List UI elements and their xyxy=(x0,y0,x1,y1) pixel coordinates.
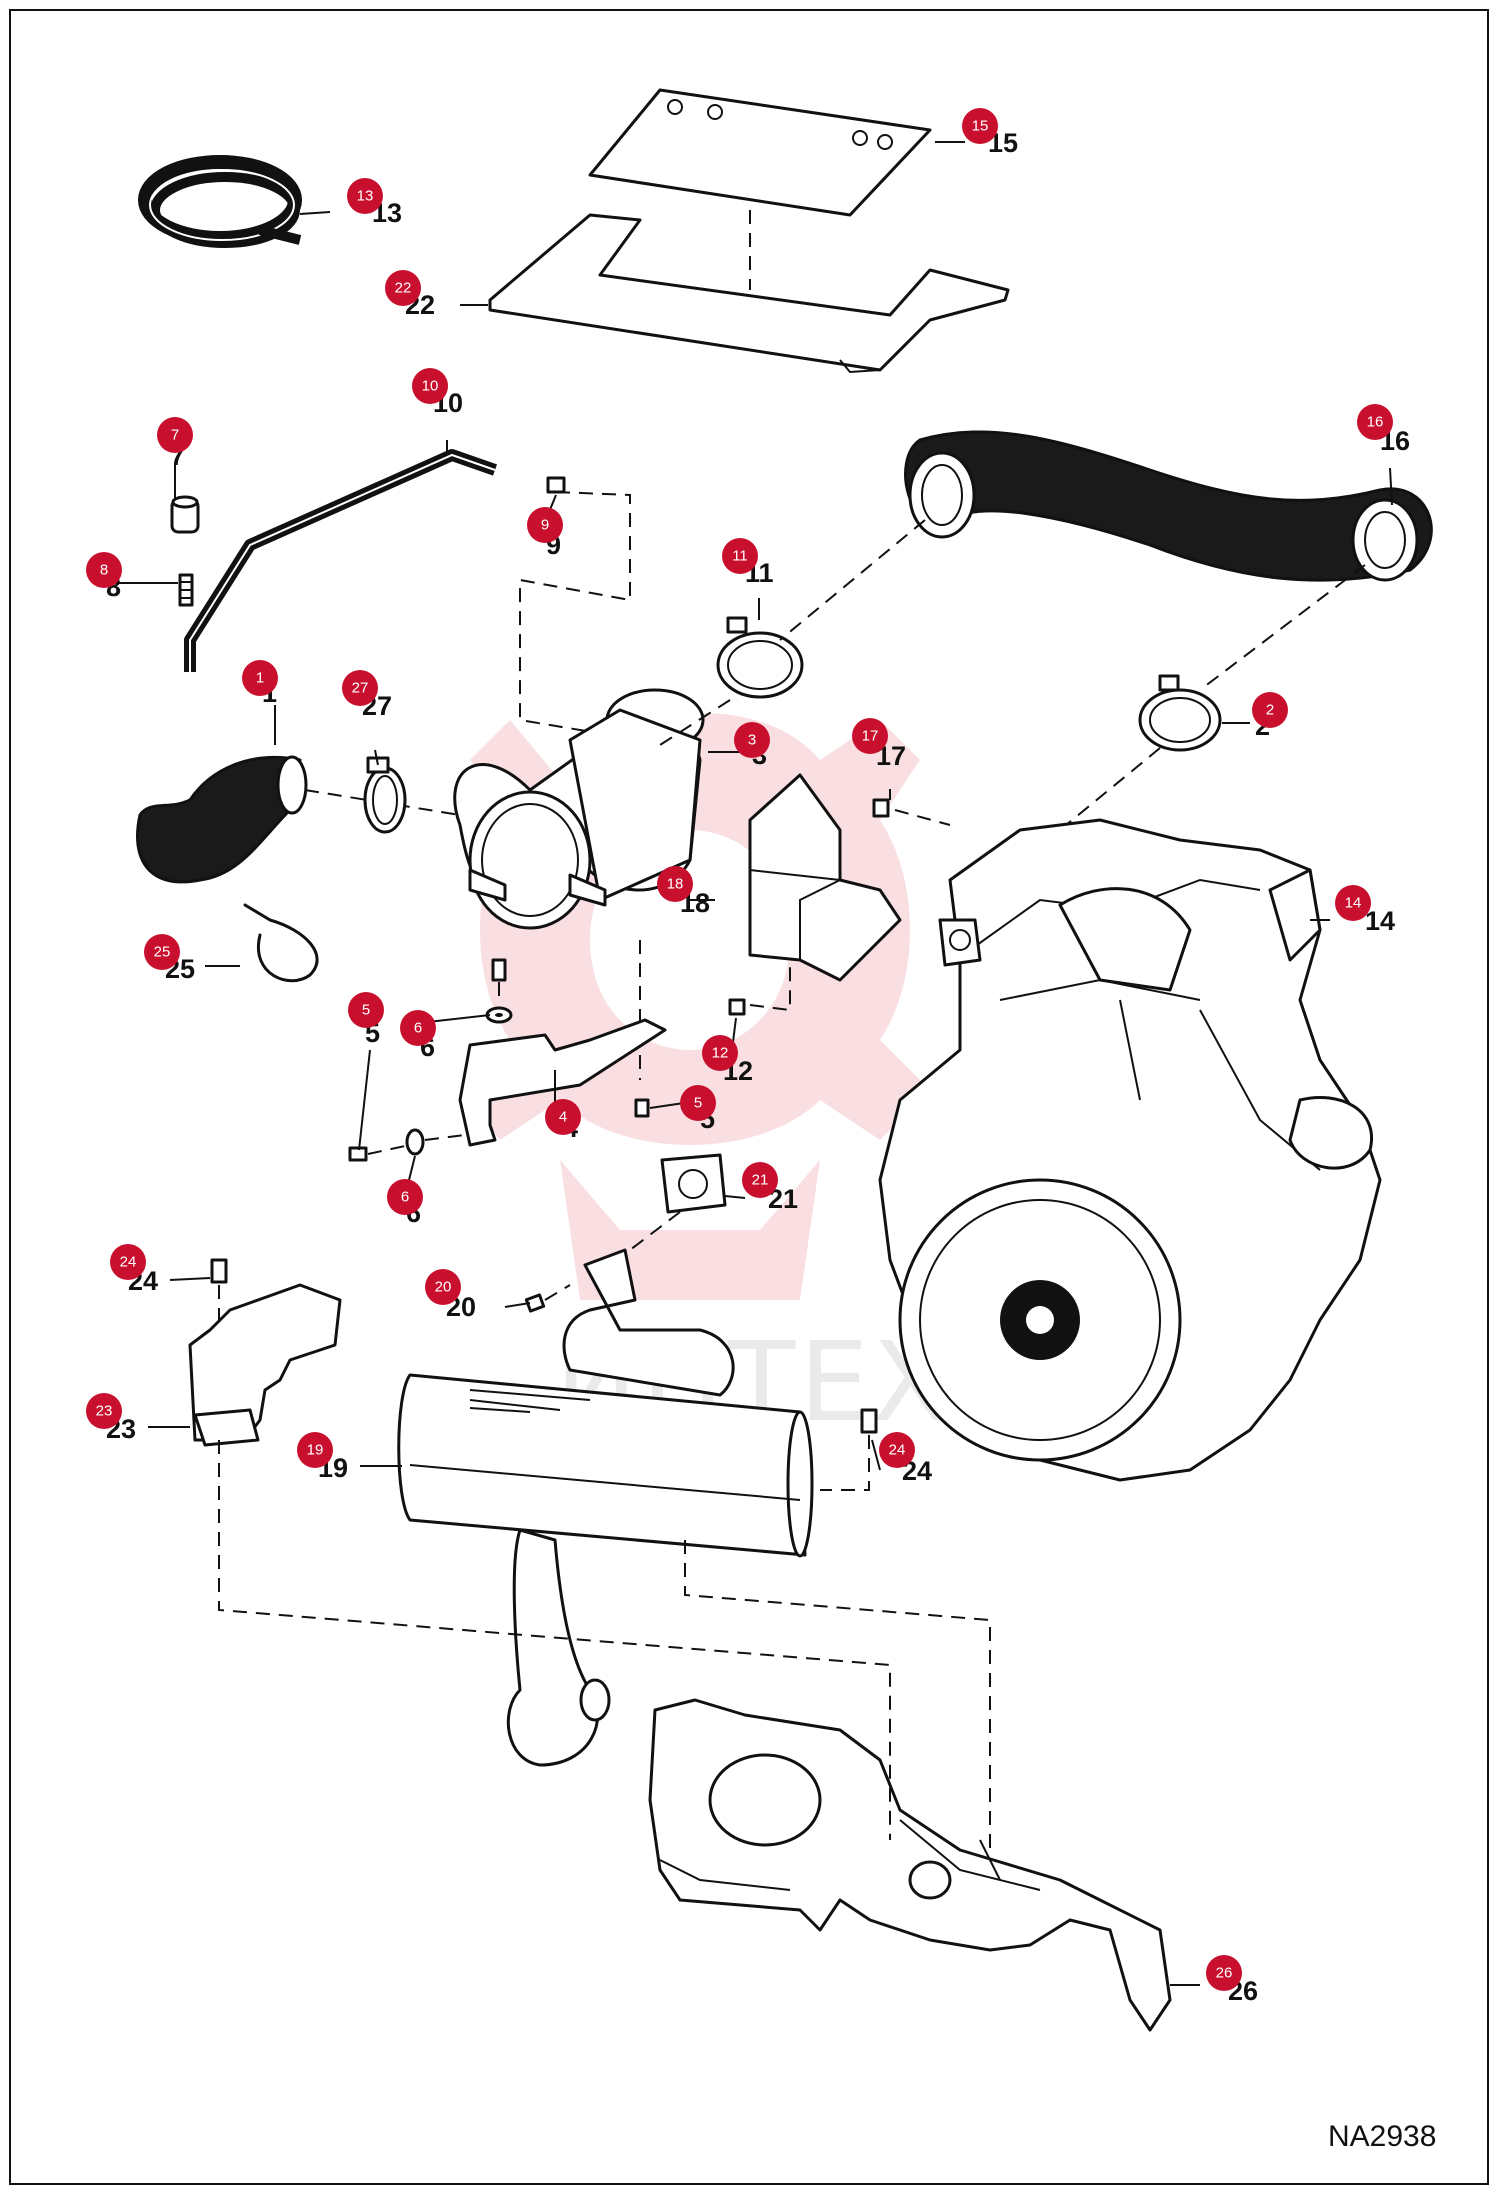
part-26-housing xyxy=(648,1698,1172,2032)
part-11-clamp xyxy=(659,616,804,746)
part-1-elbow-hose xyxy=(136,755,461,884)
leader-lines xyxy=(118,141,1393,1986)
svg-text:17: 17 xyxy=(862,728,879,745)
badge-10: 10 xyxy=(412,368,448,404)
part-19-muffler xyxy=(397,1248,814,1767)
svg-text:3: 3 xyxy=(748,732,756,749)
diagram-frame xyxy=(9,9,1489,2185)
svg-text:6: 6 xyxy=(401,1189,409,1206)
badge-14: 14 xyxy=(1335,885,1371,921)
badge-13: 13 xyxy=(347,178,383,214)
part-13-coiled-hose xyxy=(138,155,302,248)
badge-23: 23 xyxy=(86,1393,122,1429)
part-8-fitting xyxy=(178,573,194,607)
badge-24-left: 24 xyxy=(110,1244,146,1280)
part-27-clamp xyxy=(363,756,407,834)
svg-text:12: 12 xyxy=(712,1045,729,1062)
svg-text:22: 22 xyxy=(395,280,412,297)
part-15-plate xyxy=(588,88,932,290)
svg-text:25: 25 xyxy=(154,944,171,961)
part-24-bolt-left xyxy=(210,1258,228,1415)
part-10-tube xyxy=(184,449,497,672)
part-22-bracket-plate xyxy=(488,213,1010,374)
badge-5-lower: 5 xyxy=(680,1085,716,1121)
badge-8: 8 xyxy=(86,552,122,588)
svg-text:14: 14 xyxy=(1345,895,1362,912)
badge-15: 15 xyxy=(962,108,998,144)
badge-2: 2 xyxy=(1252,692,1288,728)
badge-5-upper: 5 xyxy=(348,992,384,1028)
badge-6-upper: 6 xyxy=(400,1010,436,1046)
badge-1: 1 xyxy=(242,660,278,696)
svg-text:7: 7 xyxy=(171,427,179,444)
part-6-washer-upper xyxy=(485,1006,513,1024)
badge-22: 22 xyxy=(385,270,421,306)
svg-text:24: 24 xyxy=(120,1254,137,1271)
svg-text:4: 4 xyxy=(559,1109,567,1126)
badge-19: 19 xyxy=(297,1432,333,1468)
part-5-bolt-lower-right xyxy=(634,1098,650,1118)
svg-text:5: 5 xyxy=(694,1095,702,1112)
badge-7: 7 xyxy=(157,417,193,453)
part-6-washer-lower xyxy=(405,1128,466,1156)
diagram-code: NA2938 xyxy=(1328,2120,1436,2153)
badge-12: 12 xyxy=(702,1035,738,1071)
badge-6-lower: 6 xyxy=(387,1179,423,1215)
badge-26: 26 xyxy=(1206,1955,1242,1991)
svg-text:24: 24 xyxy=(889,1442,906,1459)
svg-text:5: 5 xyxy=(362,1002,370,1019)
part-24-bolt-right xyxy=(820,1408,878,1491)
badge-4: 4 xyxy=(545,1099,581,1135)
svg-text:27: 27 xyxy=(352,680,369,697)
svg-text:9: 9 xyxy=(541,517,549,534)
badge-20: 20 xyxy=(425,1269,461,1305)
badge-17: 17 xyxy=(852,718,888,754)
svg-text:13: 13 xyxy=(357,188,374,205)
badge-16: 16 xyxy=(1357,404,1393,440)
svg-text:16: 16 xyxy=(1367,414,1384,431)
part-16-hose xyxy=(779,430,1433,691)
svg-text:11: 11 xyxy=(732,548,748,565)
part-25-cable-tie xyxy=(243,903,319,983)
part-17-bolt xyxy=(872,798,951,826)
svg-text:15: 15 xyxy=(972,118,989,135)
svg-text:2: 2 xyxy=(1266,702,1274,719)
part-23-mount xyxy=(188,1283,342,1447)
part-14-engine xyxy=(878,818,1382,1482)
callout-badges: 1 2 3 4 5 5 6 6 7 8 9 10 11 12 13 14 15 … xyxy=(86,108,1393,1991)
badge-9: 9 xyxy=(527,507,563,543)
part-21-gasket xyxy=(629,1153,727,1251)
part-3-air-cleaner xyxy=(453,688,705,930)
badge-21: 21 xyxy=(742,1162,778,1198)
badge-27: 27 xyxy=(342,670,378,706)
part-18-heat-shield xyxy=(639,773,902,1080)
part-2-clamp xyxy=(1059,674,1222,831)
assembly-dashed-lines xyxy=(218,1440,991,1855)
part-20-bolt xyxy=(524,1284,571,1313)
badge-3: 3 xyxy=(734,722,770,758)
badge-24-right: 24 xyxy=(879,1432,915,1468)
badge-11: 11 xyxy=(722,538,758,574)
part-4-bracket xyxy=(458,1018,667,1147)
part-12-bolt xyxy=(728,960,791,1016)
svg-text:21: 21 xyxy=(752,1172,769,1189)
badge-18: 18 xyxy=(657,866,693,902)
part-7-cap xyxy=(170,495,200,534)
callout-14: 14 xyxy=(1365,906,1395,936)
part-5-bolt-lower-left xyxy=(348,1145,406,1162)
svg-text:18: 18 xyxy=(667,876,684,893)
svg-text:20: 20 xyxy=(435,1279,452,1296)
svg-text:10: 10 xyxy=(422,378,439,395)
svg-text:1: 1 xyxy=(256,670,264,687)
callout-numbers: 1 2 3 4 5 5 6 6 7 8 9 10 11 12 13 14 15 … xyxy=(106,128,1410,2006)
part-5-bolt-upper xyxy=(491,958,507,1005)
badge-25: 25 xyxy=(144,934,180,970)
svg-text:6: 6 xyxy=(414,1020,422,1037)
svg-text:26: 26 xyxy=(1216,1965,1233,1982)
svg-text:23: 23 xyxy=(96,1403,113,1420)
svg-text:19: 19 xyxy=(307,1442,324,1459)
svg-text:8: 8 xyxy=(100,562,108,579)
part-9-fitting xyxy=(519,476,641,741)
